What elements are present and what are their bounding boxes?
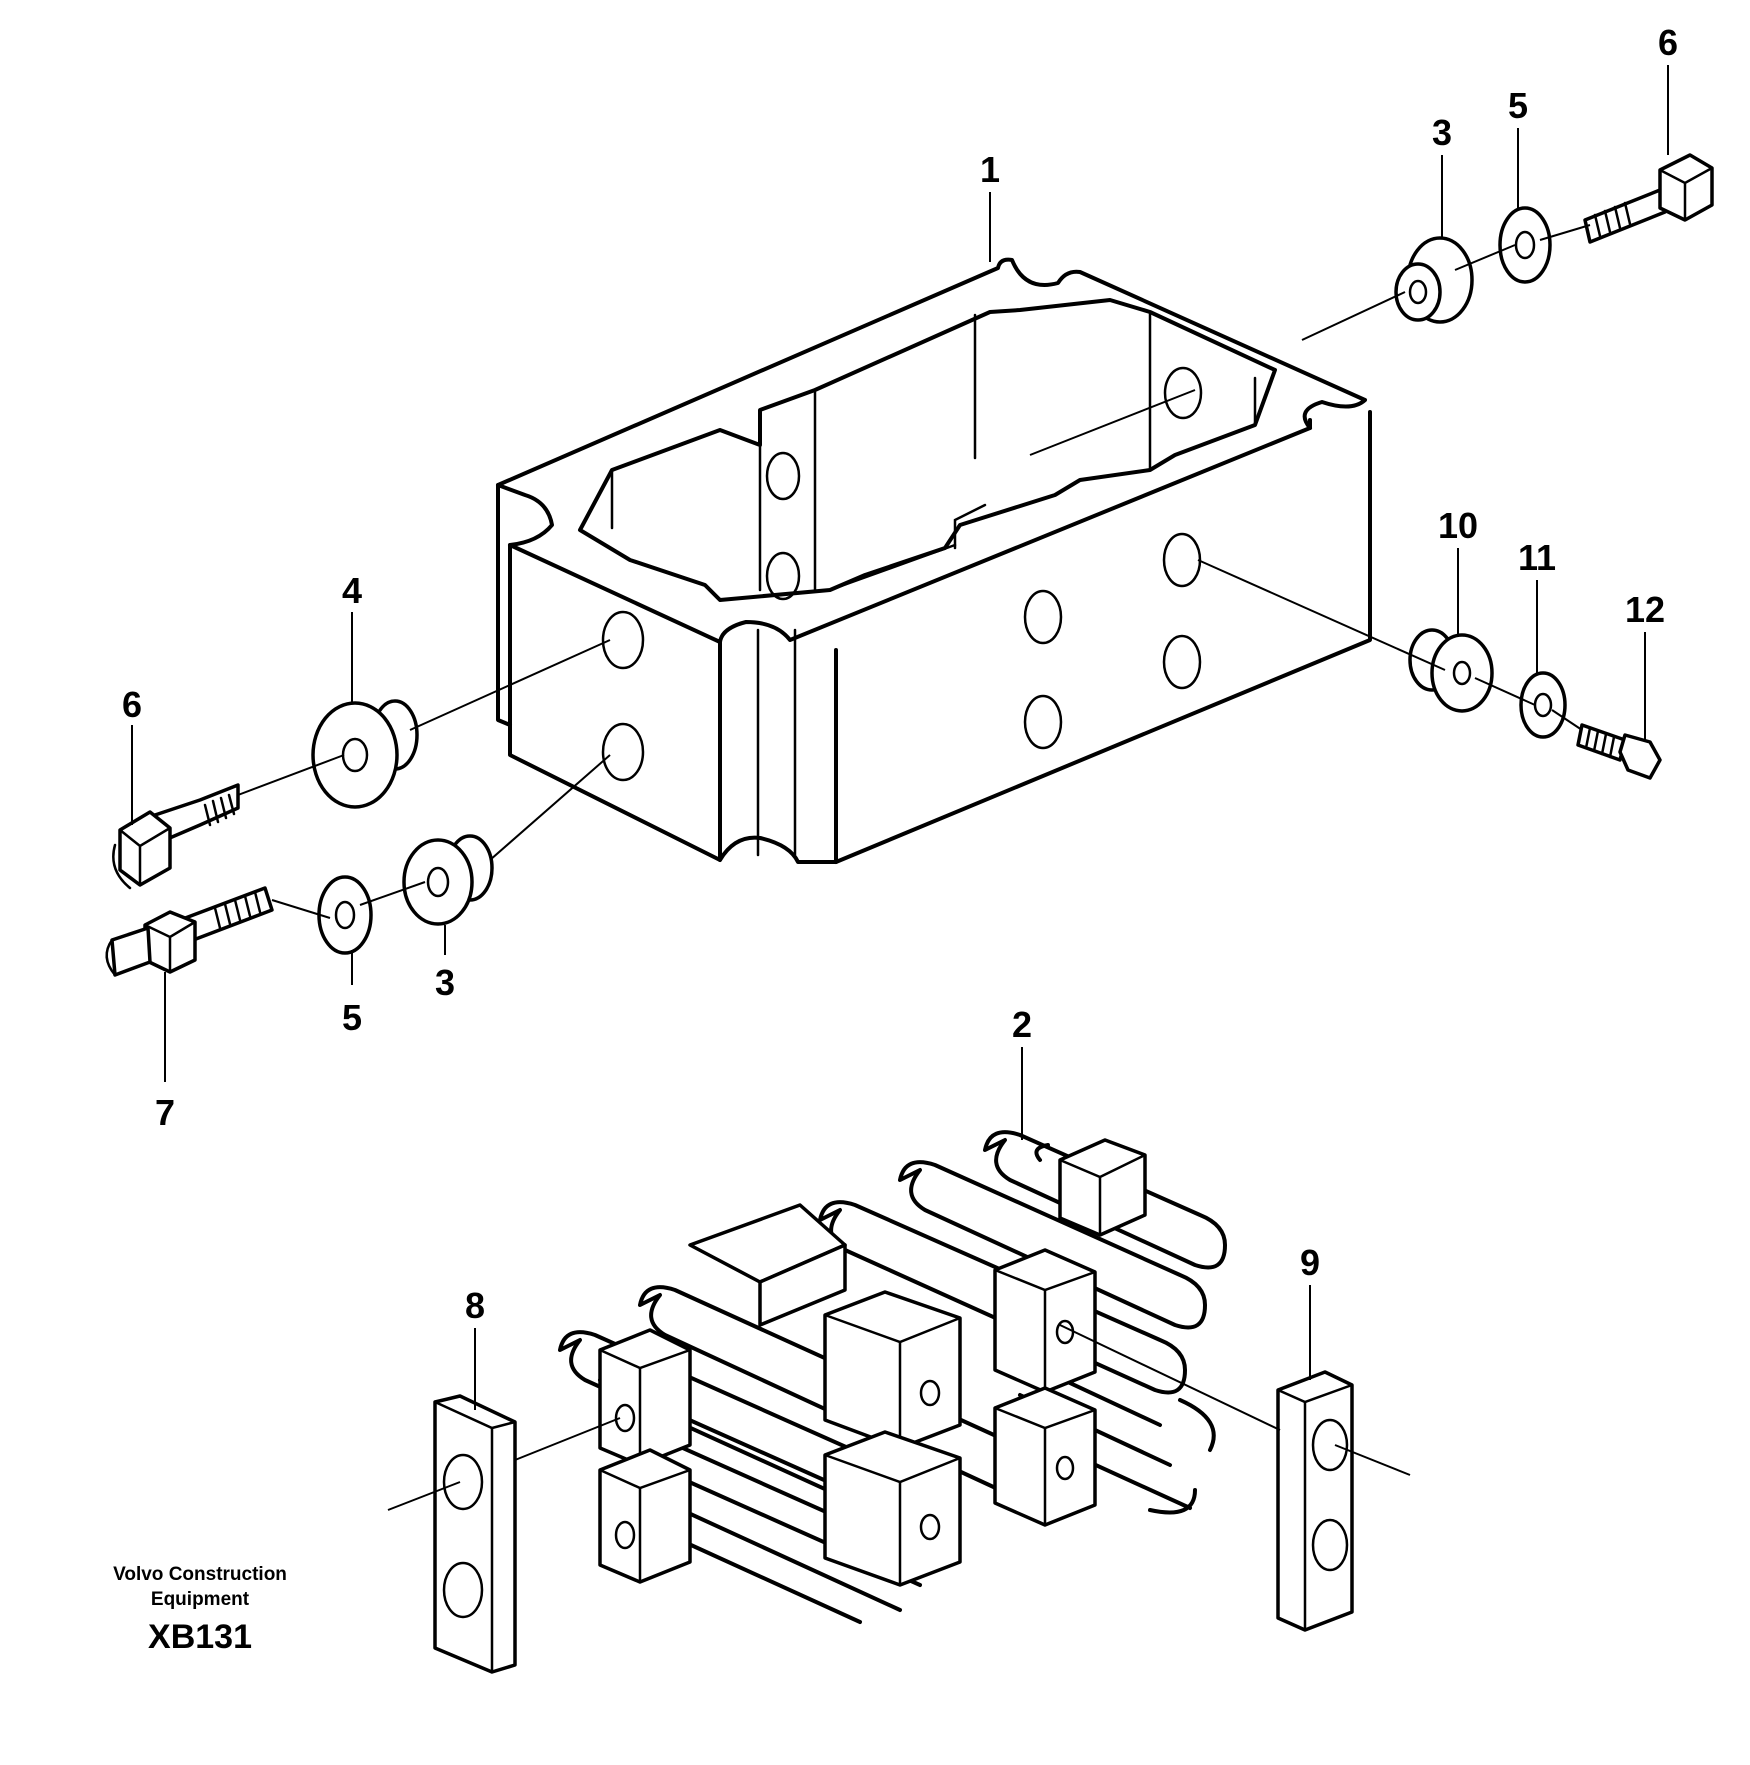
callout-12: 12 [1625,589,1665,630]
washer-part-5-right [1498,206,1552,284]
stud-part-7 [105,886,274,977]
heater-element-part-2 [558,1130,1227,1624]
mounting-plate-part-9 [1276,1370,1354,1632]
bushing-part-3-left [402,834,494,926]
mounting-plate-part-8 [433,1394,517,1674]
figure-code: XB131 [148,1618,252,1656]
callout-3-left: 3 [435,962,455,1003]
callout-2: 2 [1012,1004,1032,1045]
callout-5-right: 5 [1508,85,1528,126]
washer-part-11 [1519,671,1567,739]
callout-6-right: 6 [1658,22,1678,63]
callout-10: 10 [1438,505,1478,546]
washer-part-5-left [317,875,373,955]
bushing-part-3-right [1394,236,1474,324]
callout-1: 1 [980,149,1000,190]
callout-4: 4 [342,570,362,611]
callout-11: 11 [1518,537,1556,578]
flange-bolt-part-6-right [1583,153,1714,244]
flange-bolt-part-6-left [112,783,240,890]
bushing-part-4 [311,699,419,809]
callout-numbers: 1 3 5 6 4 6 5 3 7 10 11 12 2 8 9 [122,22,1678,1326]
callout-8: 8 [465,1285,485,1326]
callout-leaders [131,65,1669,1410]
bolt-part-12 [1576,723,1662,780]
callout-7: 7 [155,1092,175,1133]
housing-part-1 [496,257,1372,864]
assembly-lines [237,224,1591,1511]
brand-name-line-2: Equipment [150,1589,250,1610]
callout-3-right: 3 [1432,112,1452,153]
callout-9: 9 [1300,1242,1320,1283]
callout-6-left: 6 [122,684,142,725]
bushing-part-10 [1408,628,1494,713]
callout-5-left: 5 [342,997,362,1038]
brand-name-line-1: Volvo Construction [113,1564,287,1585]
